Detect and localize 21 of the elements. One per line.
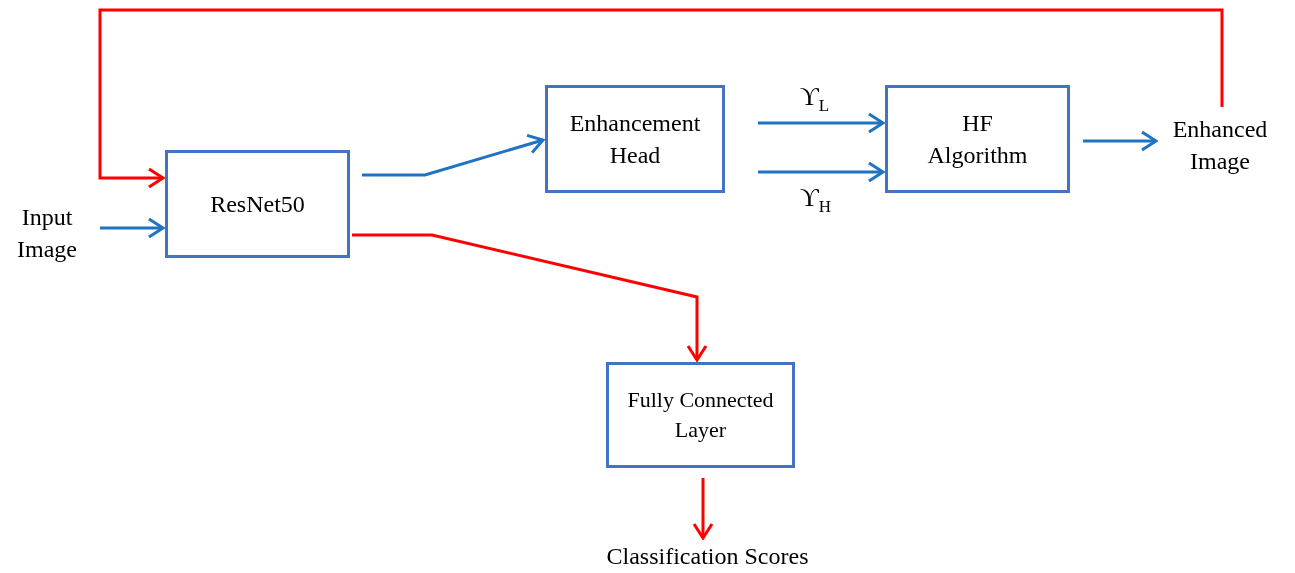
process-box: [606, 362, 795, 468]
output-label: Classification Scores: [580, 540, 835, 572]
arrow: [352, 233, 708, 362]
process-box: [545, 85, 725, 193]
arrow: [98, 8, 1224, 189]
arrow: [758, 112, 885, 134]
arrow: [758, 161, 885, 183]
arrow: [362, 133, 545, 177]
process-box: [165, 150, 350, 258]
output-label: Enhanced Image: [1158, 108, 1282, 182]
box-label: Enhancement Head: [568, 108, 702, 170]
input-label: Input Image: [6, 196, 88, 270]
edge-label: ϒ$_{H}$: [800, 185, 832, 216]
box-label: HF Algorithm: [926, 108, 1029, 170]
box-label: ResNet50: [210, 189, 305, 219]
box-label: Fully Connected Layer: [626, 386, 775, 444]
arrow: [100, 217, 165, 239]
arrow: [692, 478, 714, 540]
arrow: [1083, 130, 1158, 152]
edge-label: ϒ$_{L}$: [800, 84, 830, 115]
process-box: [885, 85, 1070, 193]
